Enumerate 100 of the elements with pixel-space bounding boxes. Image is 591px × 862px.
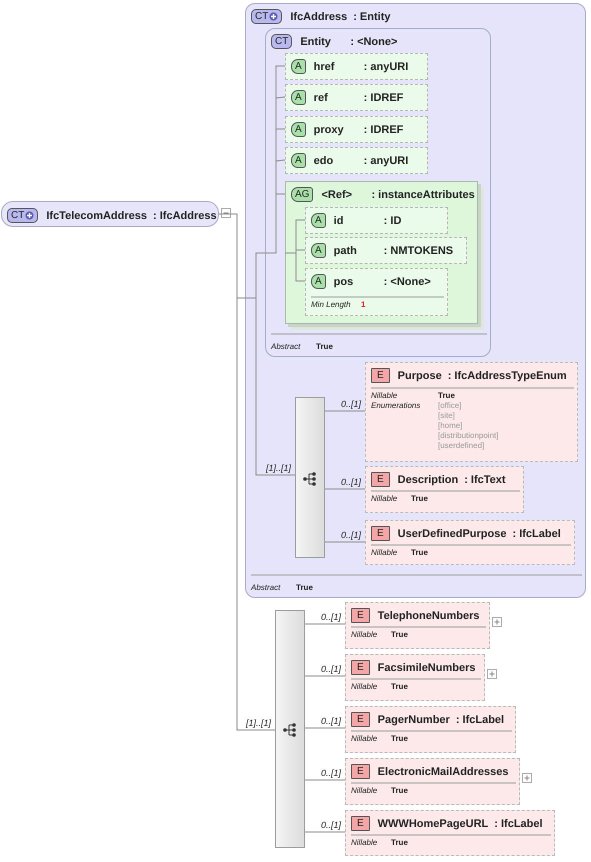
element-box [365, 520, 575, 565]
component-name: Entity [300, 36, 332, 48]
facet-value: 1 [361, 300, 366, 309]
kind-tag: A [291, 90, 306, 105]
component-name: href [314, 60, 336, 72]
facet-value: [home] [438, 421, 462, 430]
multiplicity-label: 0..[1] [340, 477, 361, 487]
connector-line [284, 252, 306, 282]
tag-label: CT [255, 11, 268, 22]
component-name: path [334, 244, 358, 256]
attribute-box [285, 53, 428, 80]
facet-name: Nillable [351, 630, 378, 639]
multiplicity-label: 0..[1] [320, 664, 341, 674]
type-name: : <None> [384, 276, 431, 288]
component-name: UserDefinedPurpose [398, 528, 506, 540]
kind-tag: CT [271, 34, 292, 49]
attribute-box [285, 84, 428, 111]
kind-tag: E [351, 764, 370, 779]
complex-type-box [245, 3, 586, 598]
type-name: : IfcLabel [456, 714, 504, 726]
kind-tag: A [311, 274, 326, 289]
element-box [345, 706, 516, 753]
kind-tag: A [311, 243, 326, 258]
attribute-box [305, 237, 467, 264]
facet-name: Nillable [371, 494, 398, 503]
facet-value: True [391, 786, 408, 795]
facet-value: [site] [438, 411, 455, 420]
component-name: IfcTelecomAddress [46, 210, 148, 222]
component-name: WWWHomePageURL [378, 818, 488, 830]
type-name: : NMTOKENS [384, 244, 454, 256]
type-name: : ID [384, 214, 402, 226]
facet-value: True [391, 682, 408, 691]
facet-value: True [391, 838, 408, 847]
multiplicity-label: 0..[1] [320, 768, 341, 778]
facet-name: Nillable [371, 391, 398, 400]
type-name: : IfcAddress [153, 210, 217, 222]
multiplicity-label: [1]..[1] [246, 718, 271, 728]
complex-type-box [1, 201, 219, 227]
component-name: edo [314, 154, 334, 166]
facet-name: Min Length [311, 300, 351, 309]
facet-value: True [438, 391, 455, 400]
kind-tag: A [311, 213, 326, 228]
attribute-box [305, 268, 448, 316]
kind-tag: A [291, 153, 306, 168]
kind-tag: E [351, 608, 370, 623]
element-box [365, 466, 524, 513]
connector-line [324, 410, 366, 412]
multiplicity-label: 0..[1] [340, 399, 361, 409]
kind-tag: E [351, 816, 370, 831]
facet-name: Nillable [351, 838, 378, 847]
multiplicity-label: 0..[1] [320, 612, 341, 622]
facet-value: True [296, 583, 313, 592]
component-name: <Ref> [321, 188, 354, 200]
facet-value: [userdefined] [438, 441, 484, 450]
component-name: ElectronicMailAddresses [378, 766, 509, 778]
connector-line [324, 488, 366, 490]
kind-tag: A [291, 122, 306, 137]
facet-value: [distributionpoint] [438, 431, 498, 440]
type-name: : IfcLabel [512, 528, 561, 540]
component-name: proxy [314, 124, 345, 136]
kind-tag: A [291, 59, 306, 74]
kind-tag: E [351, 660, 370, 675]
facet-value: True [411, 494, 428, 503]
facet-name: Nillable [371, 548, 398, 557]
facet-name: Nillable [351, 734, 378, 743]
kind-tag: AG [291, 187, 314, 202]
component-name: PagerNumber [378, 714, 450, 726]
component-name: pos [334, 276, 354, 288]
type-name: : anyURI [364, 154, 408, 166]
type-name: : IfcText [464, 474, 506, 486]
component-name: Description [398, 474, 458, 486]
kind-tag: E [371, 368, 390, 383]
element-box [345, 758, 520, 805]
type-name: : Entity [353, 10, 390, 22]
sequence-compositor [295, 397, 325, 558]
facet-name: Enumerations [371, 401, 420, 410]
type-name: : instanceAttributes [371, 188, 475, 200]
facet-value: [office] [438, 401, 462, 410]
multiplicity-label: [1]..[1] [266, 463, 291, 473]
component-name: TelephoneNumbers [378, 610, 480, 622]
complex-type-box [265, 28, 491, 357]
component-name: ref [314, 92, 329, 104]
multiplicity-label: 0..[1] [320, 820, 341, 830]
type-name: : <None> [350, 36, 398, 48]
attribute-box [285, 116, 428, 143]
facet-value: True [316, 342, 333, 351]
facet-name: Nillable [351, 786, 378, 795]
facet-name: Nillable [351, 682, 378, 691]
attribute-box [305, 207, 448, 234]
tag-label: CT [11, 210, 24, 221]
facet-value: True [391, 630, 408, 639]
kind-tag: E [371, 472, 390, 487]
facet-value: True [391, 734, 408, 743]
component-name: Purpose [398, 370, 442, 382]
component-name: id [334, 214, 344, 226]
type-name: : IDREF [364, 92, 404, 104]
kind-tag: E [371, 526, 390, 541]
facet-name: Abstract [271, 342, 300, 351]
facet-name: Abstract [251, 583, 280, 592]
type-name: : IfcLabel [494, 818, 543, 830]
